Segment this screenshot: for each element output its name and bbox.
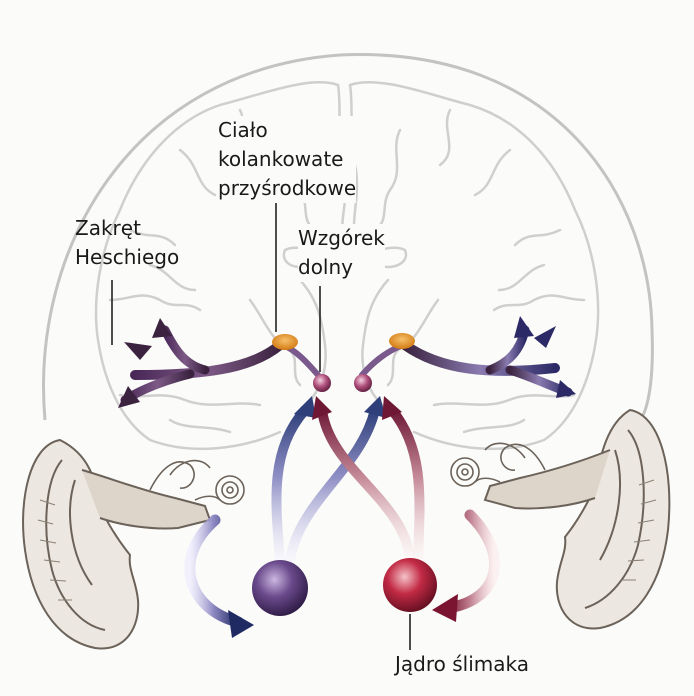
brain-outline [42, 53, 654, 421]
cortical-radiation-left-arrowheads [118, 318, 172, 408]
brainstem-arrowheads [294, 396, 402, 420]
ear-to-nucleus-arrowheads [228, 594, 458, 638]
label-ic-line-2: dolny [298, 255, 353, 279]
ear-to-nucleus-pathways [184, 509, 500, 628]
mgb-right [389, 333, 415, 349]
inferior-colliculus-left [313, 374, 331, 392]
cortical-radiation-right-arrowheads [514, 316, 576, 398]
label-ic-line-1: Wzgórek [298, 226, 385, 250]
ic-to-mgb-pathways [280, 342, 406, 378]
cochlear-nucleus-left [252, 560, 308, 616]
label-cochlear-line-1: Jądro ślimaka [395, 652, 529, 676]
label-mgb-line-2: kolankowate [218, 147, 344, 171]
cochlear-nucleus-right [383, 558, 437, 612]
label-heschl-gyrus: Zakręt Heschiego [75, 214, 179, 272]
left-ear [22, 438, 245, 650]
label-heschl-line-1: Zakręt [75, 216, 141, 240]
cortical-radiation-left [120, 325, 285, 405]
brainstem-pathways [271, 405, 425, 565]
label-mgb-line-1: Ciało [218, 118, 268, 142]
label-inferior-colliculus: Wzgórek dolny [298, 224, 385, 282]
label-medial-geniculate-body: Ciało kolankowate przyśrodkowe [218, 116, 357, 203]
inferior-colliculus-right [354, 374, 372, 392]
mgb-left [272, 334, 298, 350]
leader-lines [111, 203, 411, 650]
label-cochlear-nucleus: Jądro ślimaka [395, 650, 529, 679]
label-heschl-line-2: Heschiego [75, 245, 180, 269]
right-ear [450, 408, 671, 630]
label-mgb-line-3: przyśrodkowe [218, 176, 357, 200]
